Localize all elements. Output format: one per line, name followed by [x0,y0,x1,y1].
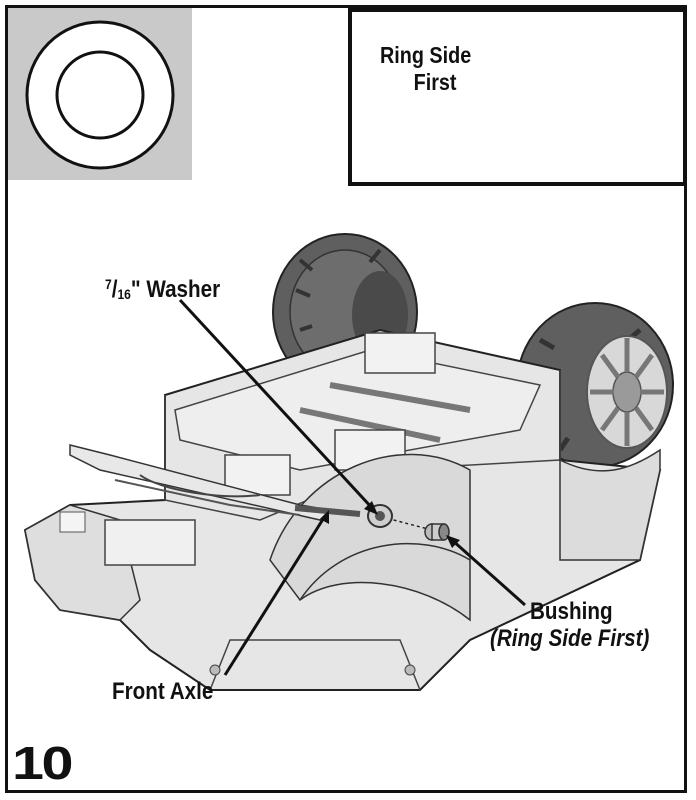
washer-fraction-numerator: 7 [105,276,112,292]
inset-label-line2: First [413,69,457,95]
front-axle-leader-line [223,515,327,676]
washer-leader-line [178,298,375,511]
step-number: 10 [12,737,73,789]
washer-arrowhead [364,501,378,515]
washer-callout-text: " Washer [130,276,221,303]
bushing-note-text: (Ring Side First) [490,625,650,652]
bushing-arrowhead [446,535,460,548]
front-axle-callout-label: Front Axle [112,678,214,705]
bushing-callout-label: Bushing [530,598,613,625]
bushing-leader-line [451,538,526,607]
washer-ring-icon [25,20,175,170]
inset-label-line1: Ring Side [379,42,472,68]
inset-panel: Ring Side First [348,8,687,186]
inset-label: Ring Side First [374,42,477,96]
callout-leaders [178,298,526,676]
washer-callout-label: 7/16" Washer [105,276,221,303]
washer-fraction-denominator: 16 [117,286,131,302]
bushing-part-icon [424,523,450,541]
front-axle-arrowhead [320,510,329,524]
vehicle-underside-illustration [23,233,674,691]
bushing-note-label: (Ring Side First) [490,625,649,653]
